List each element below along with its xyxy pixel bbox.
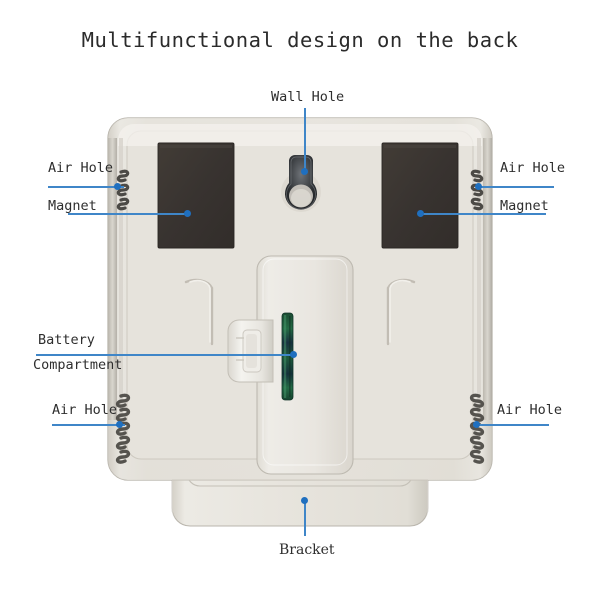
callout-label-battery-compartment-line2: Compartment (33, 357, 123, 373)
vent-icon-bottom-left (115, 393, 131, 464)
callout-dot-air-hole-top-left (114, 183, 121, 190)
callout-leader-air-hole-bottom-left (52, 424, 125, 426)
callout-dot-air-hole-bottom-left (116, 421, 123, 428)
magnet-pad-left (157, 142, 235, 249)
callout-leader-magnet-left (68, 213, 188, 215)
callout-label-air-hole-top-left: Air Hole (48, 160, 114, 176)
callout-label-wall-hole: Wall Hole (271, 89, 345, 105)
callout-leader-bracket (304, 503, 306, 536)
callout-dot-battery-compartment (290, 351, 297, 358)
callout-dot-air-hole-bottom-right (473, 421, 480, 428)
callout-dot-bracket (301, 497, 308, 504)
callout-label-air-hole-top-right: Air Hole (500, 160, 566, 176)
vent-icon-top-left (116, 169, 130, 211)
keyhole-slot (281, 155, 321, 212)
callout-label-battery-compartment-line1: Battery (38, 332, 95, 348)
hook-slot-left (184, 278, 214, 346)
callout-dot-magnet-left (184, 210, 191, 217)
magnet-pad-right (381, 142, 459, 249)
callout-label-bracket: Bracket (279, 542, 335, 558)
callout-leader-air-hole-top-right (478, 186, 554, 188)
callout-dot-wall-hole (301, 168, 308, 175)
battery-door (256, 255, 354, 475)
battery-cell (281, 312, 294, 401)
callout-dot-magnet-right (417, 210, 424, 217)
callout-leader-battery-compartment (36, 354, 296, 356)
hook-slot-right (386, 278, 416, 346)
page-title: Multifunctional design on the back (81, 28, 519, 52)
callout-label-magnet-right: Magnet (500, 198, 549, 214)
callout-leader-wall-hole (304, 108, 306, 173)
callout-label-magnet-left: Magnet (48, 198, 97, 214)
callout-label-air-hole-bottom-right: Air Hole (497, 402, 563, 418)
callout-label-air-hole-bottom-left: Air Hole (52, 402, 118, 418)
callout-leader-air-hole-bottom-right (477, 424, 549, 426)
callout-leader-air-hole-top-left (48, 186, 124, 188)
vent-icon-top-right (470, 169, 484, 211)
battery-clip (227, 319, 274, 383)
callout-leader-magnet-right (420, 213, 546, 215)
callout-dot-air-hole-top-right (475, 183, 482, 190)
